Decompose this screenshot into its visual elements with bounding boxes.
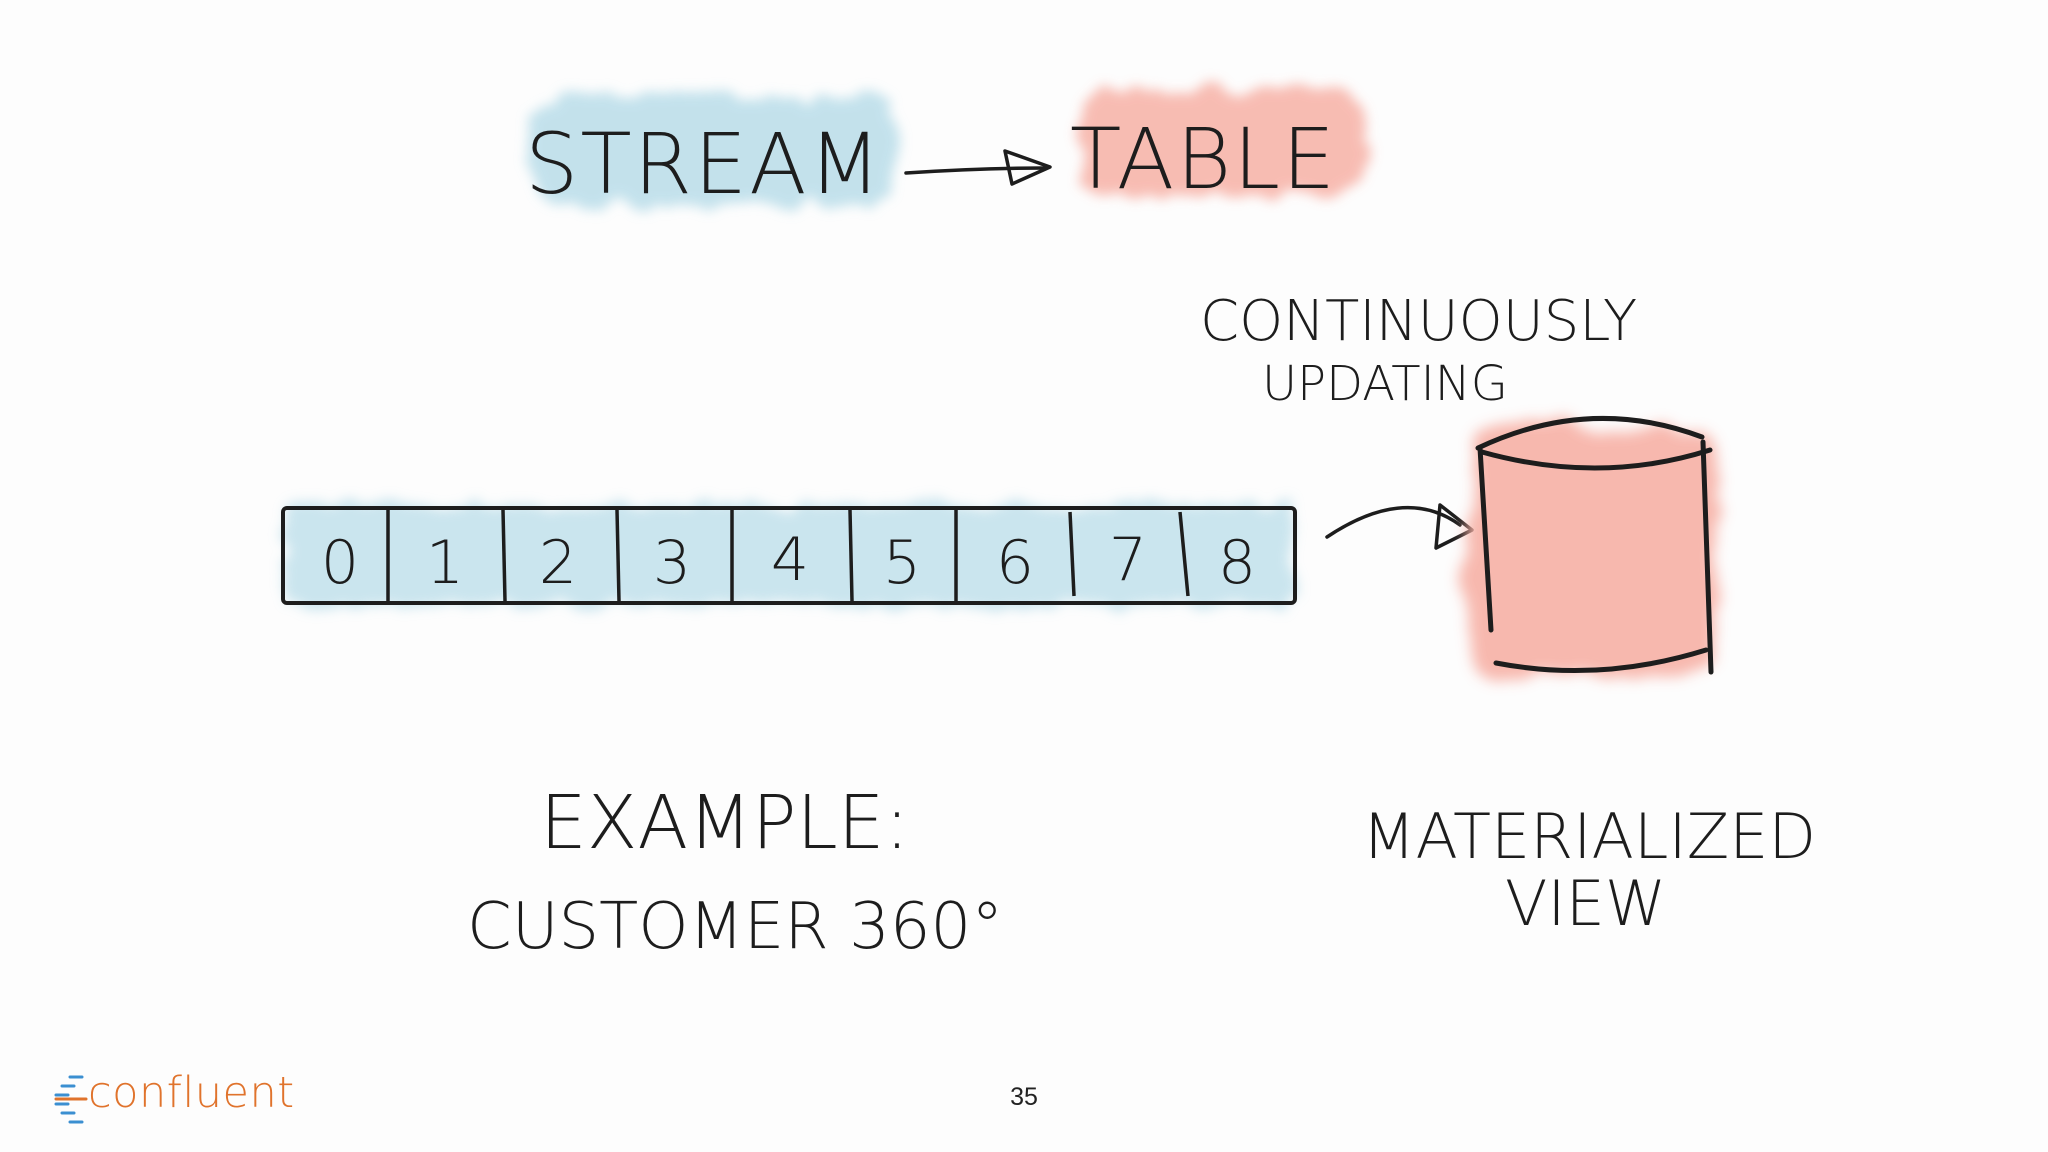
table-label-line-1: MATERIALIZED [1362,800,1816,873]
example-value: CUSTOMER 360° [467,890,1003,964]
stream-cell-4: 4 [771,525,809,595]
stream-cell-8: 8 [1218,528,1256,598]
stream-log [281,506,1297,605]
confluent-mark-icon [54,1075,88,1124]
annotation-line-2: UPDATING [1262,356,1508,412]
materialize-arrow [1325,503,1474,550]
title-arrow [904,149,1052,186]
stream-log-wash [285,505,1295,605]
stream-wash [528,95,900,205]
table-cylinder-wash [1468,425,1718,675]
table-cylinder [1475,415,1714,675]
stream-cell-2: 2 [539,528,577,598]
table-label-line-2: VIEW [1505,867,1666,940]
confluent-logo: confluent [52,1068,332,1128]
stream-cell-1: 1 [426,528,464,598]
title-stream: STREAM [525,115,883,213]
brand-name: confluent [88,1068,295,1118]
stream-cell-0: 0 [321,528,359,598]
stream-cell-3: 3 [653,528,691,598]
table-wash [1078,88,1368,196]
title-table: TABLE [1070,110,1337,208]
stream-cell-6: 6 [996,528,1034,598]
example-label: EXAMPLE: [540,780,909,866]
stream-cell-7: 7 [1109,525,1147,595]
page-number: 35 [1010,1083,1038,1111]
stream-cell-5: 5 [883,528,921,598]
annotation-line-1: CONTINUOUSLY [1200,289,1637,354]
